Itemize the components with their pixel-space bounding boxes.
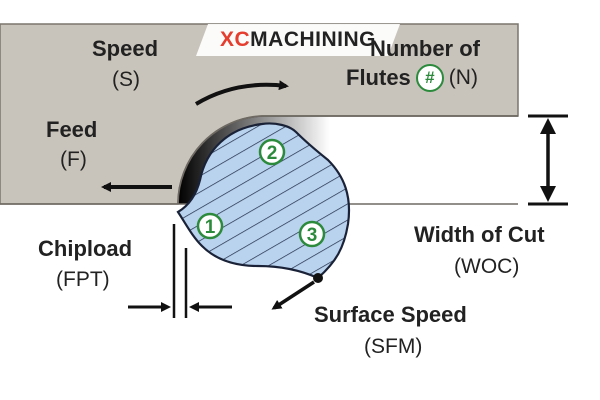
- speed-arrow: [194, 80, 289, 106]
- width-of-cut-abbr: (WOC): [454, 255, 520, 278]
- flutes-label-line2: Flutes # (N): [346, 64, 478, 92]
- flute-badge-2: 2: [258, 138, 286, 166]
- logo-banner: [196, 24, 400, 56]
- width-of-cut-label: Width of Cut: [414, 222, 545, 247]
- chipload-dimension: [128, 224, 232, 318]
- feed-abbr: (F): [60, 148, 87, 171]
- flute-number: 3: [307, 225, 318, 246]
- chipload-label: Chipload: [38, 236, 133, 261]
- brand-suffix: MACHINING: [250, 28, 376, 51]
- flutes-symbol: #: [425, 68, 435, 87]
- flutes-label: Flutes: [346, 65, 411, 90]
- cut-surface-edge: [177, 115, 518, 205]
- speed-label: Speed: [92, 36, 159, 61]
- flute-number: 2: [267, 143, 278, 164]
- flute-badge-3: 3: [298, 220, 326, 248]
- brand-name: XCMACHINING: [220, 28, 376, 52]
- width-of-cut-dimension: [528, 114, 568, 206]
- flute-number: 1: [205, 217, 216, 238]
- hash-icon: #: [415, 64, 444, 92]
- feed-label: Feed: [46, 117, 98, 142]
- flutes-label-line1: Number of: [370, 36, 480, 61]
- flutes-abbr: (N): [448, 66, 478, 89]
- surface-speed-abbr: (SFM): [364, 335, 423, 358]
- chipload-abbr: (FPT): [56, 268, 110, 291]
- flute-badge-1: 1: [196, 212, 224, 240]
- surface-speed-pointer: [271, 273, 323, 310]
- speed-abbr: (S): [112, 68, 140, 91]
- brand-logo: XCMACHINING: [196, 24, 400, 56]
- brand-prefix: XC: [219, 28, 251, 51]
- surface-speed-label: Surface Speed: [314, 302, 467, 327]
